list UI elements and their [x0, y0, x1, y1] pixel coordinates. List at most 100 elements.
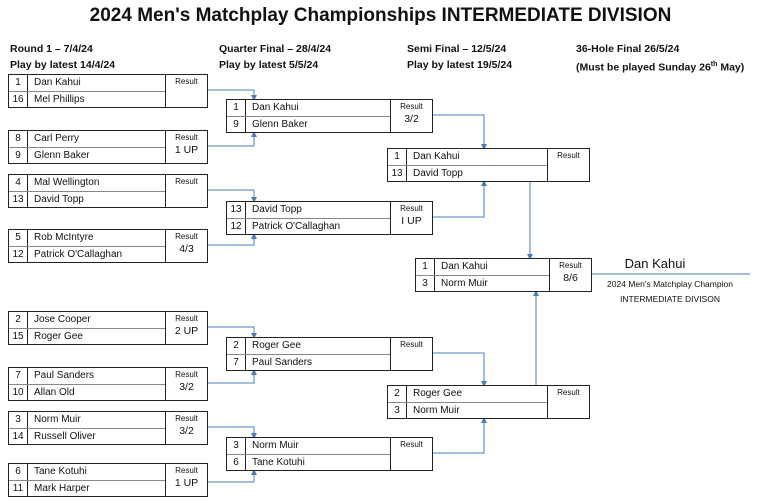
round1-deadline: Play by latest 14/4/24: [10, 59, 116, 71]
connector: [208, 326, 257, 339]
seed: 2: [388, 386, 407, 402]
player-name: Mel Phillips: [34, 93, 85, 105]
seed: 2: [227, 338, 246, 354]
seed: 11: [9, 480, 28, 496]
player-name: Patrick O'Callaghan: [34, 248, 123, 260]
result-label: Result: [175, 232, 198, 241]
round1-date: Round 1 – 7/4/24: [10, 43, 93, 55]
result-cell: Result: [390, 438, 432, 470]
player-row: 12 Patrick O'Callaghan: [227, 218, 390, 234]
result-score: 2 UP: [174, 325, 199, 337]
player-name: Roger Gee: [413, 388, 462, 400]
player-name: Norm Muir: [252, 440, 299, 452]
player-name: Mal Wellington: [34, 177, 100, 189]
seed: 7: [9, 368, 28, 384]
result-label: Result: [400, 340, 423, 349]
connector: [208, 131, 257, 147]
result-label: Result: [400, 204, 423, 213]
seed: 3: [227, 438, 246, 454]
player-name: Dan Kahui: [252, 102, 299, 114]
player-name: Tane Kotuhi: [252, 456, 305, 468]
player-name: Allan Old: [34, 386, 75, 398]
player-name: David Topp: [34, 193, 84, 205]
final-deadline: (Must be played Sunday 26th May): [576, 61, 745, 74]
connector: [208, 233, 257, 246]
seed: 1: [388, 149, 407, 165]
result-label: Result: [175, 133, 198, 142]
seed: 4: [9, 175, 28, 191]
result-cell: Result: [390, 338, 432, 370]
player-name: Roger Gee: [252, 340, 301, 352]
result-label: Result: [175, 77, 198, 86]
result-label: Result: [175, 466, 198, 475]
player-name: Glenn Baker: [252, 118, 308, 130]
result-label: Result: [557, 388, 580, 397]
seed: 1: [227, 100, 246, 116]
player-row: 1 Dan Kahui: [227, 100, 390, 117]
quarter-header: Quarter Final – 28/4/24 Play by latest 5…: [219, 41, 331, 73]
page-title: 2024 Men's Matchplay Championships INTER…: [89, 5, 672, 26]
seed: 2: [9, 312, 28, 328]
player-row: 13 David Topp: [9, 191, 165, 207]
seed: 3: [9, 412, 28, 428]
player-name: David Topp: [413, 167, 463, 179]
seed: 1: [9, 75, 28, 91]
result-label: Result: [175, 370, 198, 379]
seed: 12: [227, 218, 246, 234]
player-name: Patrick O'Callaghan: [252, 220, 341, 232]
connector: [433, 114, 487, 150]
seed: 13: [9, 191, 28, 207]
player-name: Jose Cooper: [34, 314, 91, 326]
player-name: Russell Oliver: [34, 430, 96, 442]
connector: [208, 469, 257, 483]
final-date: 36-Hole Final 26/5/24: [576, 43, 680, 55]
connector: [433, 352, 487, 387]
result-score: I UP: [401, 215, 422, 227]
player-row: 4 Mal Wellington: [9, 175, 165, 192]
seed: 9: [9, 147, 28, 163]
result-cell: Result: [547, 149, 589, 181]
result-cell: Result I UP: [390, 202, 432, 234]
connector: [208, 189, 257, 203]
player-name: David Topp: [252, 204, 302, 216]
champion-name: Dan Kahui: [624, 256, 686, 271]
